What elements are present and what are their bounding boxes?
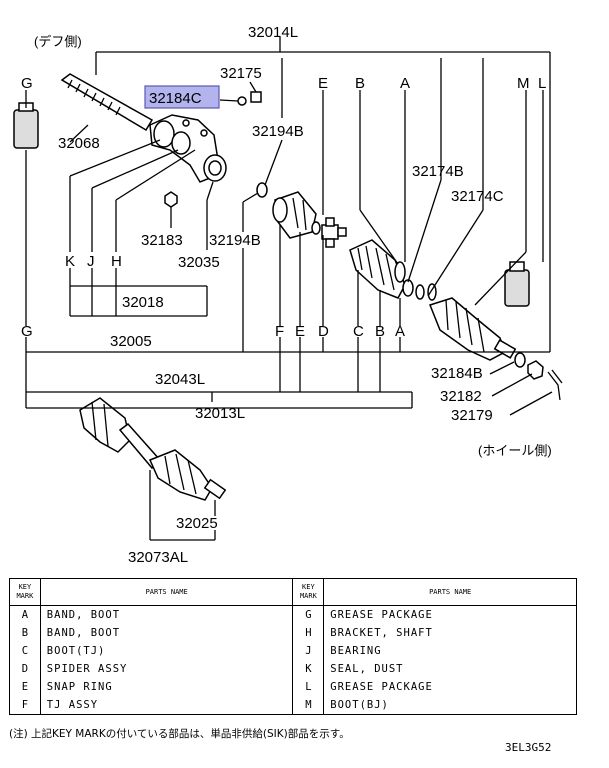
part-name-cell: SPIDER ASSY <box>39 660 294 678</box>
nut-32183 <box>164 191 178 208</box>
parts-name-header: PARTS NAME <box>39 578 294 606</box>
label-32025[interactable]: 32025 <box>176 515 218 532</box>
key-mark-cell: F <box>9 696 41 715</box>
part-name-cell: SNAP RING <box>39 678 294 696</box>
label-32005[interactable]: 32005 <box>110 333 152 350</box>
nut-32182 <box>527 360 544 380</box>
part-name-cell: BAND, BOOT <box>39 605 294 624</box>
part-name-cell: TJ ASSY <box>39 696 294 715</box>
label-32018[interactable]: 32018 <box>122 294 164 311</box>
key-mark-cell: G <box>292 605 325 624</box>
part-name-cell: GREASE PACKAGE <box>323 605 577 624</box>
label-32014L[interactable]: 32014L <box>248 24 298 41</box>
label-32179[interactable]: 32179 <box>451 407 493 424</box>
key-letter-L-top: L <box>538 75 546 92</box>
key-letter-B-bottom: B <box>375 323 385 340</box>
key-letter-D: D <box>318 323 329 340</box>
leader-lines <box>25 37 553 541</box>
label-32175[interactable]: 32175 <box>220 65 262 82</box>
tj-boot <box>349 239 414 299</box>
label-32194B-lower[interactable]: 32194B <box>209 232 261 249</box>
label-32184B[interactable]: 32184B <box>431 365 483 382</box>
label-32073AL[interactable]: 32073AL <box>128 549 188 566</box>
label-32174C[interactable]: 32174C <box>451 188 504 205</box>
key-mark-cell: L <box>292 678 325 696</box>
tj-housing <box>272 191 317 239</box>
key-letter-G-bottom: G <box>21 323 33 340</box>
footnote: (注) 上記KEY MARKの付いている部品は、単品非供給(SIK)部品を示す。 <box>9 728 350 740</box>
key-letter-K: K <box>65 253 75 270</box>
part-name-cell: BOOT(TJ) <box>39 642 294 660</box>
label-32068[interactable]: 32068 <box>58 135 100 152</box>
drive-shaft-assembly-32073AL <box>79 397 227 501</box>
bracket-shaft <box>149 114 227 183</box>
parts-name-header: PARTS NAME <box>323 578 577 606</box>
key-letter-A-top: A <box>400 75 410 92</box>
legend-header-row: KEY MARK PARTS NAME KEY MARK PARTS NAME <box>9 578 577 606</box>
diagram-code: 3EL3G52 <box>505 741 552 754</box>
label-32182[interactable]: 32182 <box>440 388 482 405</box>
key-letter-C: C <box>353 323 364 340</box>
exploded-parts-diagram: (デフ側) 32014L 32175 32184C 32068 32194B 3… <box>13 24 563 566</box>
key-mark-header: KEY MARK <box>9 578 41 606</box>
key-letter-M-top: M <box>517 75 530 92</box>
spider-assy <box>321 217 347 248</box>
part-name-cell: BEARING <box>323 642 577 660</box>
key-mark-cell: C <box>9 642 41 660</box>
band-boot <box>415 284 425 300</box>
key-letter-E-top: E <box>318 75 328 92</box>
label-32194B-upper[interactable]: 32194B <box>252 123 304 140</box>
label-32184C[interactable]: 32184C <box>149 90 202 107</box>
label-32174B[interactable]: 32174B <box>412 163 464 180</box>
inner-shaft-32068 <box>60 73 154 132</box>
grease-package-left <box>13 102 39 149</box>
wheel-side-label: (ホイール側) <box>478 443 552 458</box>
key-mark-cell: B <box>9 624 41 642</box>
key-mark-header: KEY MARK <box>292 578 325 606</box>
key-mark-cell: M <box>292 696 325 715</box>
part-name-cell: GREASE PACKAGE <box>323 678 577 696</box>
label-32043L[interactable]: 32043L <box>155 371 205 388</box>
key-mark-cell: E <box>9 678 41 696</box>
bj-boot-outer-joint <box>429 297 517 361</box>
bolt-32175 <box>237 91 262 106</box>
key-mark-cell: H <box>292 624 325 642</box>
key-mark-cell: D <box>9 660 41 678</box>
key-letter-B-top: B <box>355 75 365 92</box>
part-name-cell: SEAL, DUST <box>323 660 577 678</box>
highlight-32184C <box>144 85 220 109</box>
key-mark-cell: A <box>9 605 41 624</box>
label-32013L[interactable]: 32013L <box>195 405 245 422</box>
key-letter-E-bottom: E <box>295 323 305 340</box>
key-mark-cell: K <box>292 660 325 678</box>
key-mark-cell: J <box>292 642 325 660</box>
part-name-cell: BRACKET, SHAFT <box>323 624 577 642</box>
band-boot <box>427 283 437 301</box>
label-32183[interactable]: 32183 <box>141 232 183 249</box>
key-letter-G-top: G <box>21 75 33 92</box>
part-name-cell: BAND, BOOT <box>39 624 294 642</box>
key-letter-J: J <box>87 253 95 270</box>
grease-package-right <box>504 261 530 307</box>
cotter-pin-32179 <box>547 369 563 401</box>
key-letter-F: F <box>275 323 284 340</box>
key-letter-A-bottom: A <box>395 323 405 340</box>
key-mark-legend-table: KEY MARK PARTS NAME KEY MARK PARTS NAME … <box>9 578 577 715</box>
snap-ring <box>311 221 321 235</box>
snap-ring-32194B <box>256 182 268 198</box>
washer-32184B <box>514 352 526 368</box>
label-32035[interactable]: 32035 <box>178 254 220 271</box>
key-letter-H: H <box>111 253 122 270</box>
part-name-cell: BOOT(BJ) <box>323 696 577 715</box>
diff-side-label: (デフ側) <box>34 34 82 49</box>
